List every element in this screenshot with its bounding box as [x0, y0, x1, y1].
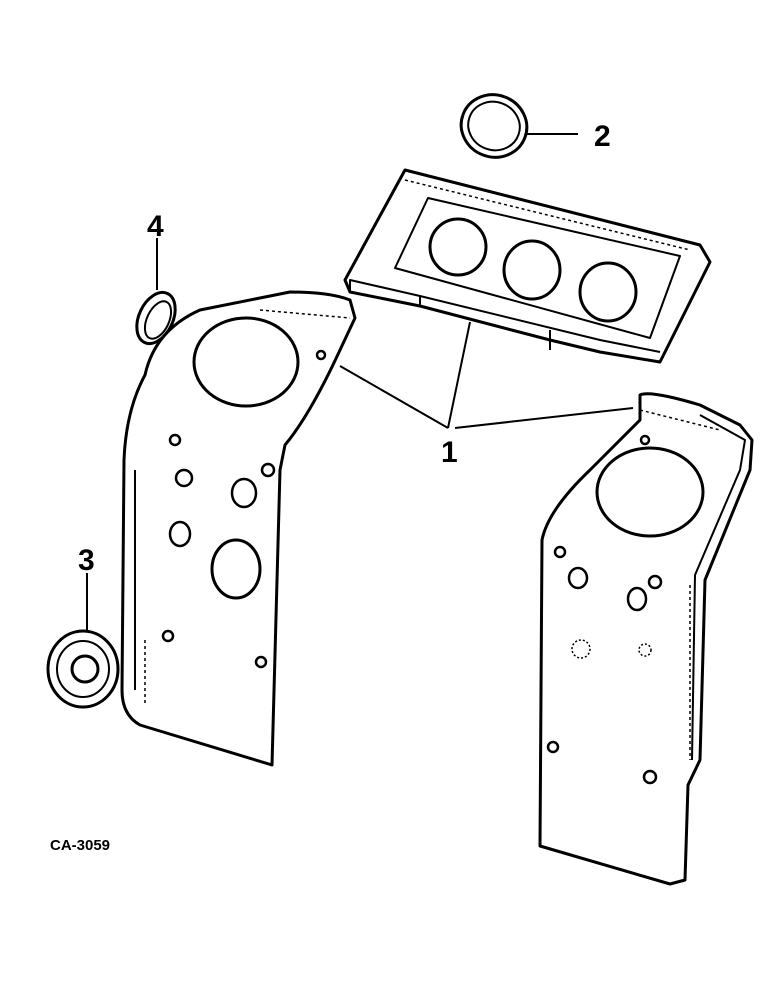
- grommet-part-3: [46, 629, 120, 709]
- callout-4: 4: [147, 210, 164, 243]
- upper-mounting-panel: [343, 168, 712, 364]
- seal-ring-part-2: [459, 93, 529, 159]
- drawing-code: CA-3059: [50, 837, 110, 854]
- seal-part-4: [135, 290, 177, 346]
- leader-lines: [86, 133, 634, 630]
- callout-1: 1: [441, 436, 458, 469]
- callout-3: 3: [78, 544, 95, 577]
- right-side-plate: [538, 392, 754, 886]
- callout-2: 2: [594, 120, 611, 153]
- left-side-plate: [120, 290, 357, 767]
